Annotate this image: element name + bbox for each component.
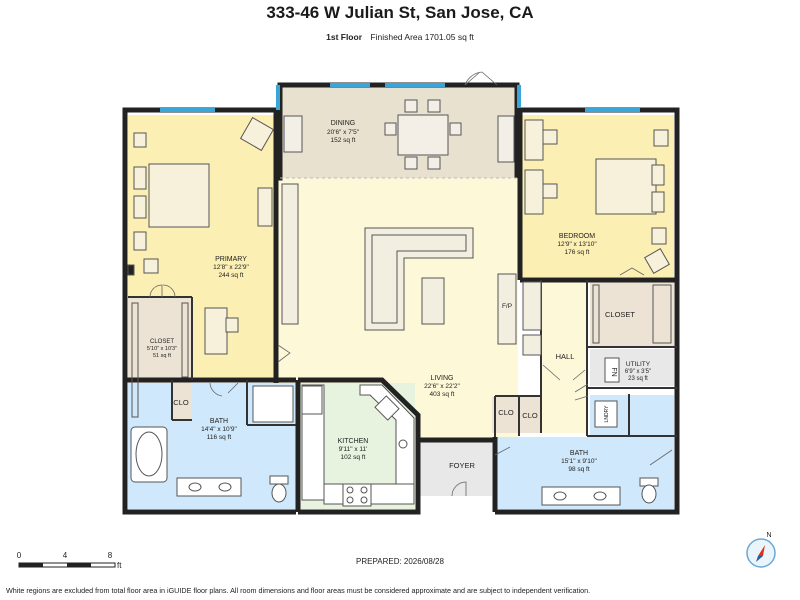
primary-bath-area: 116 sq ft [207,434,232,441]
page-title: 333-46 W Julian St, San Jose, CA [266,3,534,22]
primary-closet-door-icon [149,284,176,298]
floor-label: 1st Floor [326,32,363,42]
utility-room [590,349,674,386]
hall-room [541,281,586,433]
primary-closet-dims: 5'10" x 10'3" [147,346,177,352]
primary-label: PRIMARY 12'8" x 22'9" 244 sq ft [213,256,249,279]
scale-unit: ft [117,561,122,570]
foyer-label: FOYER [449,461,475,470]
finished-area: Finished Area 1701.05 sq ft [370,32,474,42]
disclaimer: White regions are excluded from total fl… [6,586,591,595]
dining-cabinets [283,115,515,163]
primary-bath-label: BATH 14'4" x 10'9" 116 sq ft [201,418,237,441]
utility-dims: 6'9" x 3'5" [625,369,651,375]
living-label: LIVING 22'6" x 22'2" 403 sq ft [424,375,460,398]
compass-icon: N [746,532,776,568]
floor-subtitle: 1st Floor Finished Area 1701.05 sq ft [0,32,800,42]
primary-closet-name: CLOSET [150,339,174,345]
bedroom-area: 176 sq ft [565,249,590,256]
windows [160,83,640,112]
utility-name: UTILITY [626,361,651,368]
primary-closet-label: CLOSET 5'10" x 10'3" 51 sq ft [147,339,177,359]
dining-label: DINING 20'6" x 7'5" 152 sq ft [327,120,360,144]
kitchen-area: 102 sq ft [341,454,366,461]
kitchen-dims: 9'11" x 11' [339,446,368,453]
prepared-date: PREPARED: 2026/08/28 [356,557,444,566]
primary-closet-area: 51 sq ft [153,353,172,359]
bath2-dims: 15'1" x 9'10" [561,458,597,465]
kitchen-label: KITCHEN 9'11" x 11' 102 sq ft [338,438,369,461]
living-sofa [364,227,474,331]
scale-mid: 4 [63,551,68,560]
primary-area: 244 sq ft [219,272,244,279]
compass-north: N [766,532,771,539]
bath2-fixtures [541,477,659,506]
primary-bed [127,116,275,355]
utility-area: 23 sq ft [628,376,648,382]
bath2-closet-room [630,395,674,437]
clo-living-b-room [520,397,542,433]
scale-zero: 0 [17,551,22,560]
fireplace-label: F/P [502,303,512,310]
bedroom-name: BEDROOM [559,233,595,240]
utility-door-icon [574,383,589,401]
dining-name: DINING [331,120,356,127]
primary-closet-shelves [131,302,189,418]
bath2-door-icon [494,446,673,466]
utility-label: UTILITY 6'9" x 3'5" 23 sq ft [625,361,651,382]
living-door-icon [277,344,291,363]
utility-panel [604,357,620,383]
primary-bath-fixtures [130,385,294,503]
primary-dims: 12'8" x 22'9" [213,264,249,271]
dining-door-icon [464,71,498,86]
fn-label: FN [610,367,617,376]
bedroom-closet-room [590,281,674,346]
scale-bar: 0 4 8 ft [17,551,122,570]
clo-primary-label: CLO [173,398,189,407]
kitchen-name: KITCHEN [338,438,369,445]
bath2-area: 98 sq ft [568,466,590,473]
kitchen-fixtures [301,384,415,507]
bath2-label: BATH 15'1" x 9'10" 98 sq ft [561,450,597,473]
living-cabinets [281,183,542,356]
living-area: 403 sq ft [430,391,455,398]
dining-table [384,99,462,170]
bedroom-door-icon [619,267,645,276]
hall-door-icon [542,364,586,381]
primary-bath-door-icon [209,382,239,397]
primary-name: PRIMARY [215,256,247,263]
laundry-label: LNDRY [604,405,610,423]
hall-label: HALL [556,352,575,361]
foyer-door-icon [451,481,467,497]
foyer-room [418,440,492,496]
clo-primary-room [172,383,192,419]
living-name: LIVING [431,375,454,382]
scale-end: 8 [108,551,113,560]
bedroom-closet-label: CLOSET [605,310,635,319]
laundry-machine [594,400,618,428]
bedroom-closet-shelves [592,284,672,344]
dining-area: 152 sq ft [331,137,356,144]
dining-dims: 20'6" x 7'5" [327,129,360,136]
walls [122,82,680,515]
primary-bath-name: BATH [210,418,228,425]
clo-living-a-label: CLO [498,408,514,417]
bath2-name: BATH [570,450,588,457]
primary-bath-dims: 14'4" x 10'9" [201,426,237,433]
living-dims: 22'6" x 22'2" [424,383,460,390]
clo-living-a-room [492,397,518,433]
bedroom-furniture [524,119,670,274]
bedroom-dims: 12'9" x 13'10" [557,241,597,248]
clo-living-b-label: CLO [522,411,538,420]
bedroom-label: BEDROOM 12'9" x 13'10" 176 sq ft [557,233,597,256]
